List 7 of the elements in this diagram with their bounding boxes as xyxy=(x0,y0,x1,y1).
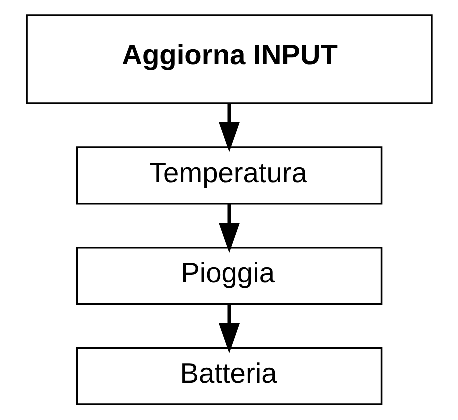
node-box: Temperatura xyxy=(76,146,382,205)
node-box: Aggiorna INPUT xyxy=(26,14,432,104)
arrow xyxy=(218,204,240,254)
arrow xyxy=(218,304,240,354)
arrow xyxy=(218,104,240,152)
node-box: Batteria xyxy=(76,347,382,406)
node-box: Pioggia xyxy=(76,246,382,306)
